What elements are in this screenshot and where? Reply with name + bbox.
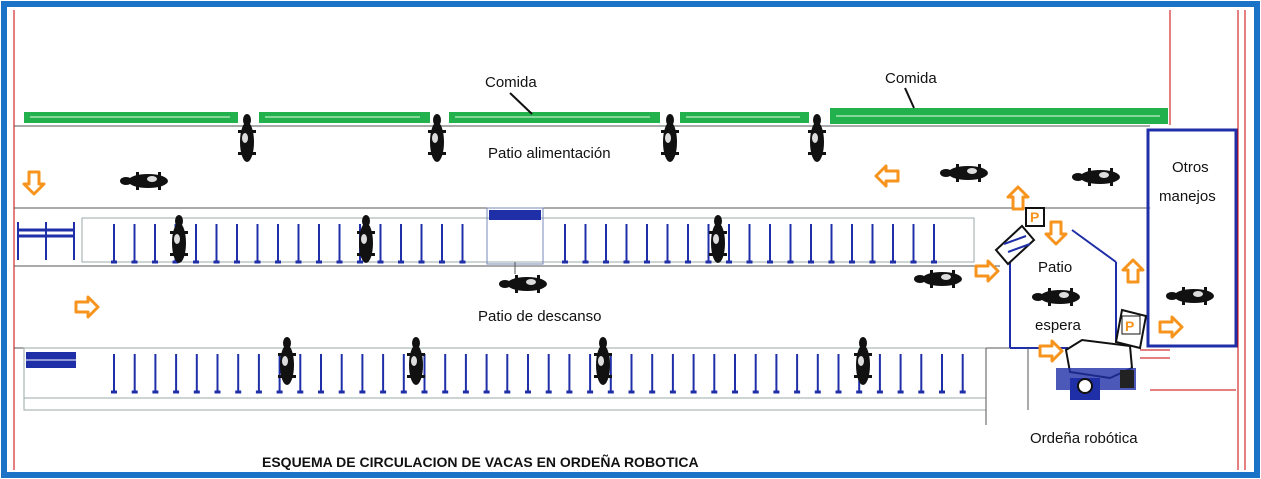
- diagram-title: ESQUEMA DE CIRCULACION DE VACAS EN ORDEÑ…: [262, 453, 699, 470]
- robot-gate: P: [1114, 308, 1148, 350]
- robot-gate: P: [994, 207, 1045, 266]
- milking-robot: [1056, 338, 1236, 400]
- robotic-milking-label: Ordeña robótica: [1030, 430, 1138, 447]
- other-handling-label: manejos: [1159, 188, 1216, 205]
- gate-p-label: P: [1030, 209, 1039, 225]
- feed-bunk: [24, 108, 1168, 124]
- other-handling-area: [1146, 128, 1238, 348]
- waiting-yard-label: Patio: [1038, 259, 1072, 276]
- other-handling-label: Otros: [1172, 159, 1209, 176]
- stall-row-upper: [14, 207, 1150, 274]
- food-label: Comida: [885, 70, 937, 87]
- stall-dividers: [111, 354, 966, 394]
- food-label: Comida: [485, 74, 537, 91]
- waiting-yard-label: espera: [1035, 317, 1082, 334]
- leader-line: [904, 87, 915, 109]
- resting-yard-label: Patio de descanso: [478, 308, 601, 325]
- stall-row-lower: [14, 347, 1020, 425]
- feeding-yard-label: Patio alimentación: [488, 145, 611, 162]
- gate-p-label: P: [1125, 318, 1134, 334]
- leader-line: [509, 92, 533, 115]
